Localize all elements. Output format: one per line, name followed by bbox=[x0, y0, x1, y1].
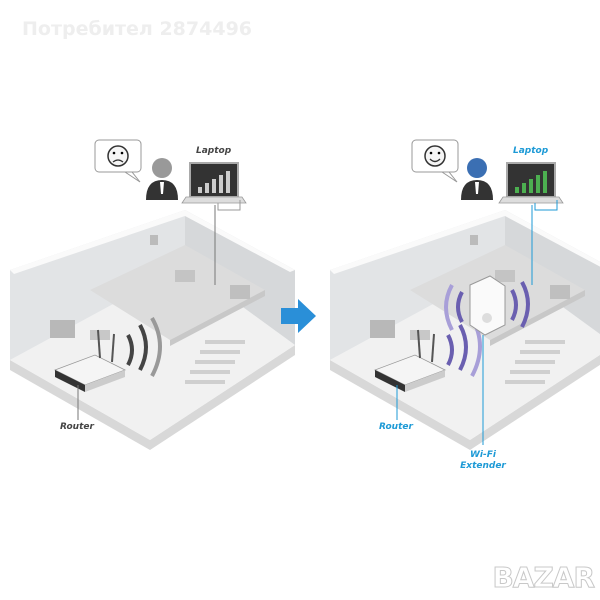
extender-label-line1: Wi-Fi bbox=[470, 450, 496, 460]
bazar-logo: BAZAR bbox=[492, 561, 596, 595]
extender-label: Wi-Fi Extender bbox=[450, 450, 516, 472]
person-icon bbox=[146, 158, 178, 200]
laptop-strong-signal bbox=[498, 162, 564, 204]
laptop-label-before: Laptop bbox=[196, 146, 232, 156]
wifi-waves-weak bbox=[126, 317, 162, 377]
router-label-before: Router bbox=[60, 422, 94, 432]
house-after bbox=[329, 209, 600, 451]
wifi-waves-extender bbox=[444, 281, 530, 331]
happy-speech-bubble bbox=[411, 139, 459, 183]
house-before bbox=[9, 209, 296, 451]
router-label-after: Router bbox=[379, 422, 413, 432]
wifi-extender bbox=[469, 275, 506, 336]
arrow-icon bbox=[281, 299, 316, 333]
sad-speech-bubble bbox=[94, 139, 142, 183]
person-icon bbox=[461, 158, 493, 200]
extender-label-line2: Extender bbox=[460, 461, 506, 471]
laptop-weak-signal bbox=[181, 162, 247, 204]
laptop-label-after: Laptop bbox=[513, 146, 549, 156]
watermark: Потребител 2874496 bbox=[22, 18, 253, 40]
